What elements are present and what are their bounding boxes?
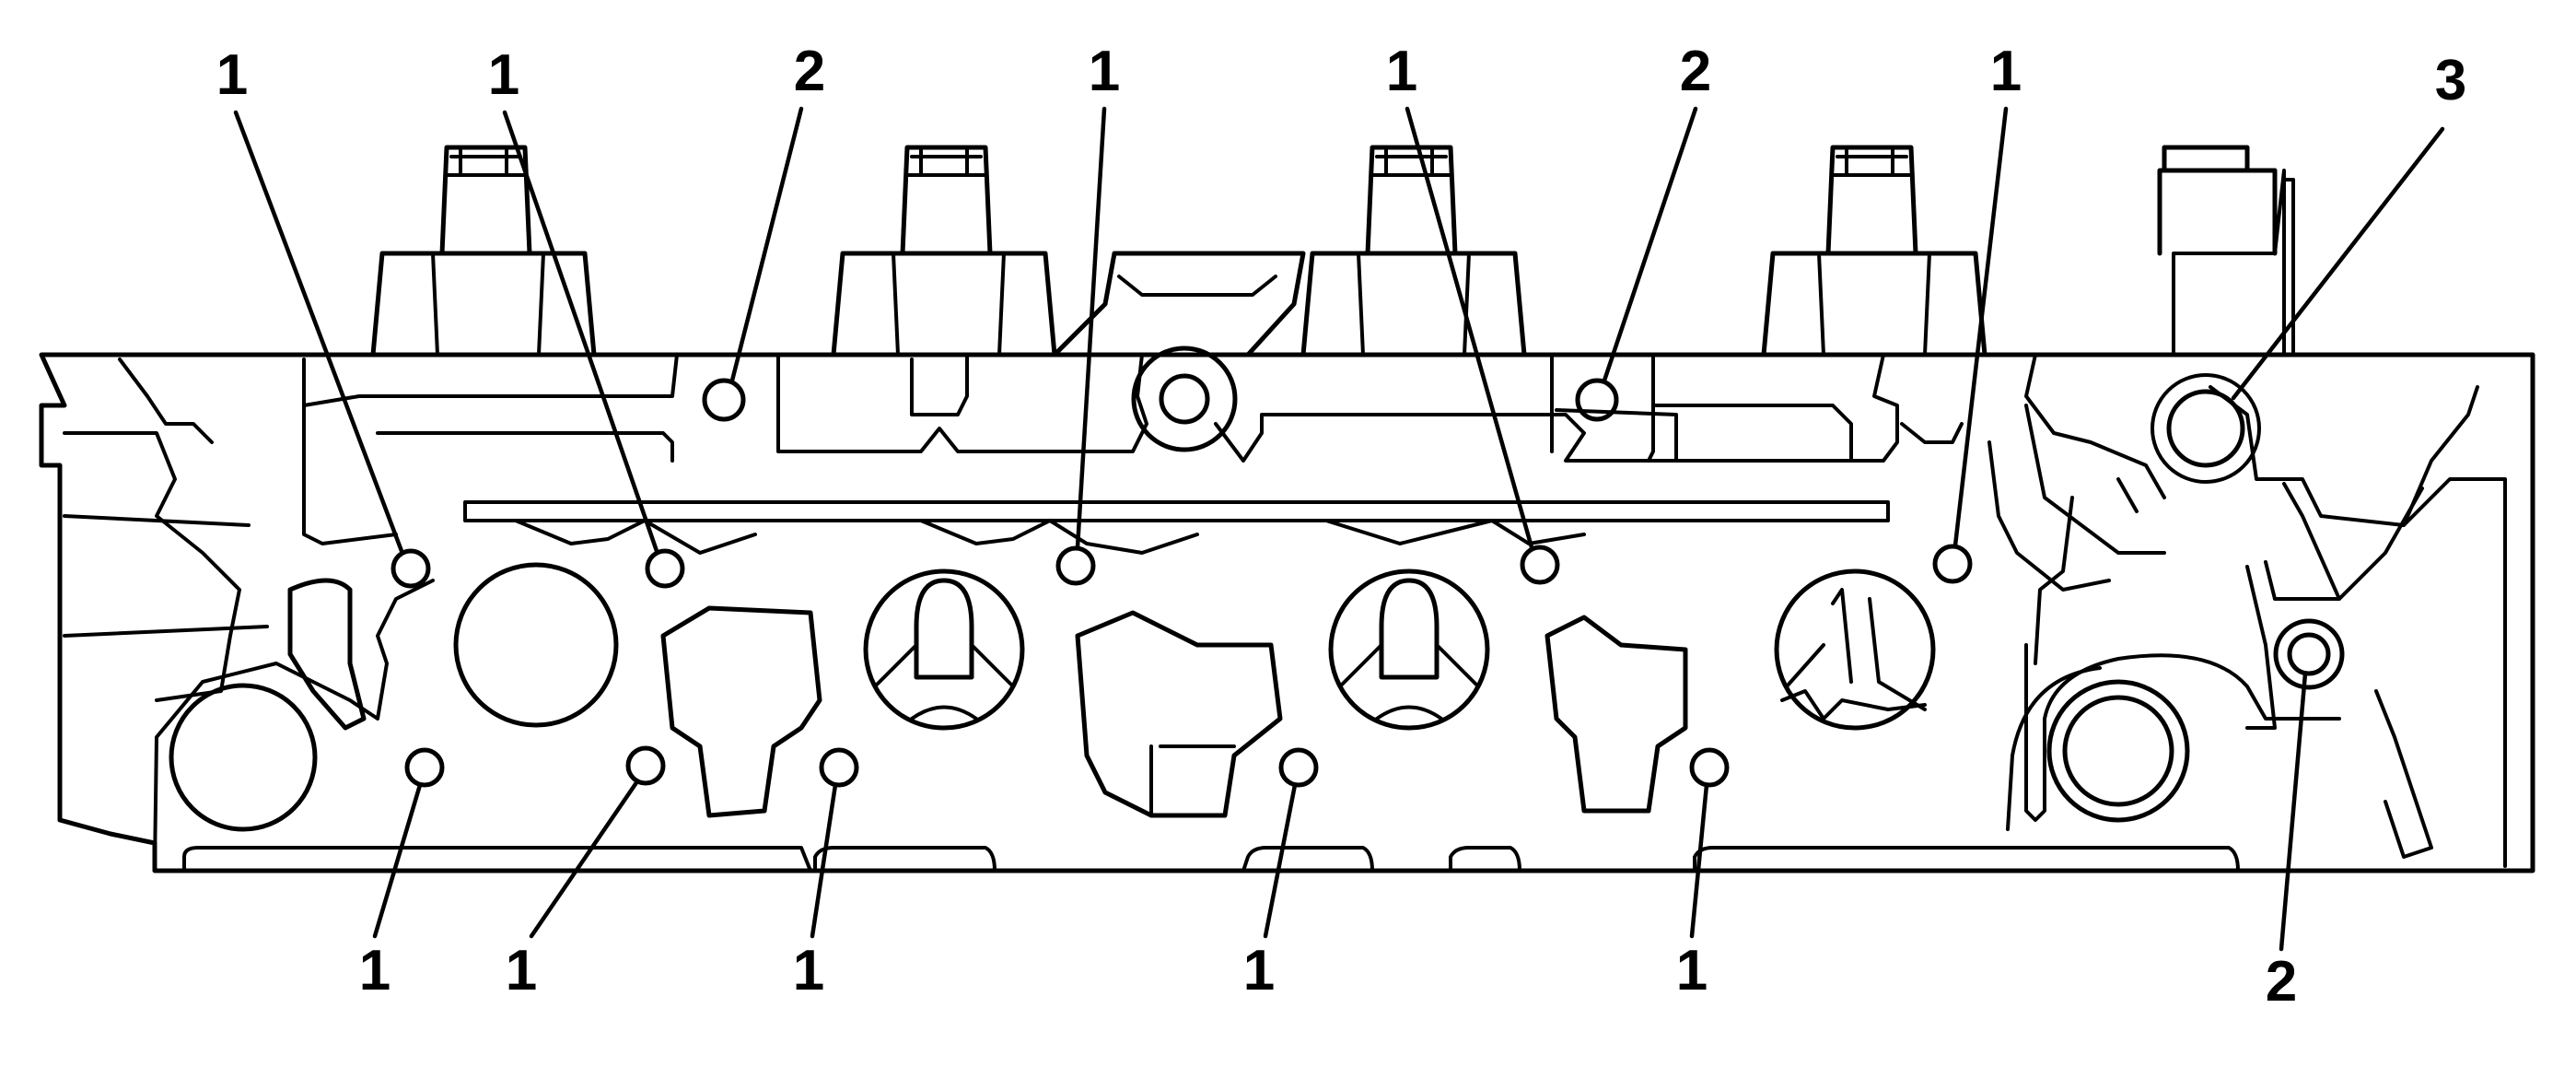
leader-c6 bbox=[1602, 106, 1698, 383]
port-hole-3 bbox=[2166, 389, 2245, 468]
bolt-hole-l3 bbox=[819, 747, 859, 788]
dowel-hole-top-left bbox=[702, 378, 746, 422]
bolt-hole-l5 bbox=[1689, 747, 1730, 788]
leader-c4 bbox=[1075, 106, 1107, 550]
leader-c9 bbox=[372, 782, 423, 939]
upper-gallery bbox=[302, 353, 2166, 555]
leader-lines bbox=[233, 106, 2445, 952]
dowel-hole-right bbox=[2287, 632, 2331, 676]
leader-c14 bbox=[2279, 671, 2308, 952]
callout-c6: 2 bbox=[1680, 40, 1711, 103]
right-end bbox=[1987, 385, 2507, 868]
bolt-hole-u4 bbox=[1520, 545, 1560, 585]
leader-c2 bbox=[502, 110, 659, 554]
leader-c3 bbox=[729, 106, 804, 383]
combustion-features bbox=[153, 562, 1936, 868]
leader-c5 bbox=[1405, 106, 1534, 550]
callout-c5: 1 bbox=[1386, 40, 1417, 103]
callout-c1: 1 bbox=[216, 43, 248, 107]
leader-c10 bbox=[529, 779, 640, 939]
callout-c7: 1 bbox=[1990, 40, 2022, 103]
dowel-hole-top-right bbox=[1575, 378, 1619, 422]
bolt-hole-u2 bbox=[645, 548, 685, 589]
leader-c12 bbox=[1263, 782, 1298, 939]
head-outline bbox=[39, 352, 2535, 873]
leader-c11 bbox=[810, 782, 838, 939]
dowel-ring-right bbox=[2273, 618, 2345, 690]
leader-c1 bbox=[233, 110, 404, 554]
callout-c14: 2 bbox=[2266, 950, 2297, 1014]
callout-c12: 1 bbox=[1243, 939, 1275, 1002]
callout-c9: 1 bbox=[359, 939, 390, 1002]
center-boss bbox=[1131, 346, 1238, 452]
bolt-hole-l2 bbox=[625, 745, 666, 786]
camshaft-towers bbox=[370, 145, 2295, 357]
port-hole-3-boss bbox=[2151, 373, 2261, 484]
callout-c8: 3 bbox=[2435, 49, 2466, 112]
callout-c13: 1 bbox=[1676, 939, 1708, 1002]
leader-c13 bbox=[1689, 782, 1709, 939]
callout-c11: 1 bbox=[793, 939, 824, 1002]
callout-c4: 1 bbox=[1089, 40, 1120, 103]
callout-c3: 2 bbox=[794, 40, 825, 103]
leader-c8 bbox=[2231, 126, 2445, 401]
callout-c10: 1 bbox=[506, 939, 537, 1002]
bolt-hole-l1 bbox=[404, 747, 445, 788]
bolt-hole-u3 bbox=[1055, 545, 1096, 586]
bolt-hole-l4 bbox=[1278, 747, 1319, 788]
bolt-hole-u1 bbox=[390, 548, 431, 589]
callouts: 1 1 2 1 1 2 1 3 1 1 1 1 1 2 bbox=[216, 40, 2466, 1014]
callout-c2: 1 bbox=[488, 43, 519, 107]
bolt-hole-u5 bbox=[1932, 544, 1973, 584]
leader-c7 bbox=[1952, 106, 2009, 548]
bottom-rail bbox=[182, 846, 2240, 873]
